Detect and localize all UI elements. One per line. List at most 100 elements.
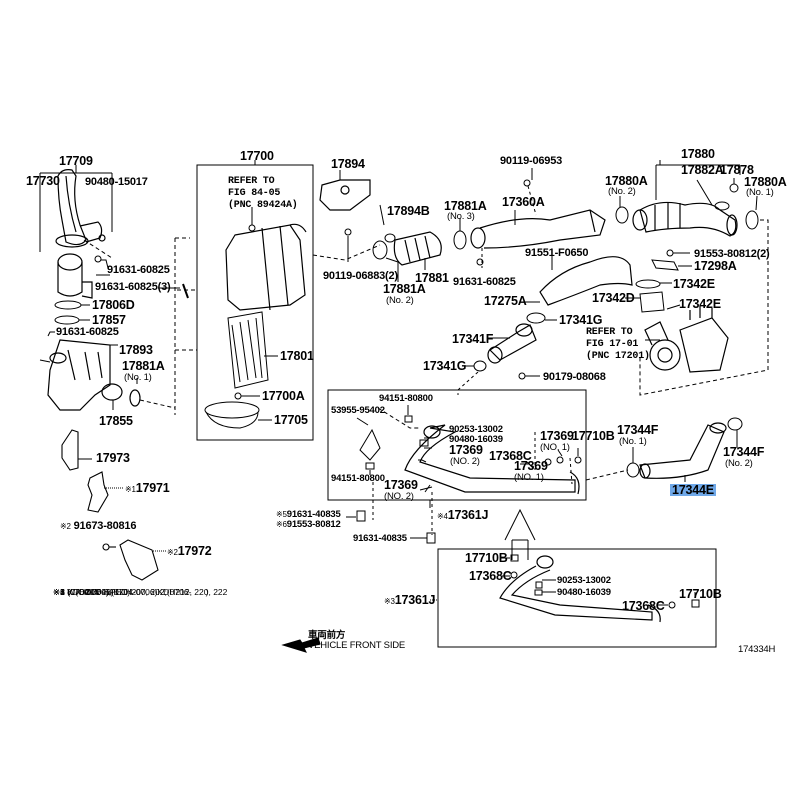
part-label-17341G[interactable]: 17341G xyxy=(559,313,603,327)
part-label-17700A[interactable]: 17700A xyxy=(262,389,305,403)
part-label-17882A[interactable]: 17882A xyxy=(681,163,724,177)
bolt-91631-40835-5 xyxy=(356,510,366,522)
hose-17880 xyxy=(632,201,738,237)
bracket-17972 xyxy=(102,539,159,581)
part-label-17344E-highlighted[interactable]: 17344E xyxy=(670,483,716,497)
part-label-90179-08068[interactable]: 90179-08068 xyxy=(543,371,606,383)
part-label-91631-40835[interactable]: 91631-40835 xyxy=(353,533,407,544)
part-label-91631-60825[interactable]: 91631-60825 xyxy=(107,264,170,276)
part-label-17880A-no2-sub: (No. 2) xyxy=(608,186,636,197)
part-label-17360A[interactable]: 17360A xyxy=(502,195,545,209)
part-number: 91631-40835 xyxy=(286,509,341,520)
part-label-17881A-no1-sub: (No. 1) xyxy=(124,372,152,383)
frame-17361J-3 xyxy=(437,548,717,648)
part-label-17973[interactable]: 17973 xyxy=(96,451,130,465)
part-label-91551-F0650[interactable]: 91551-F0650 xyxy=(525,247,589,259)
part-label-53955-95402[interactable]: 53955-95402 xyxy=(331,405,385,416)
part-label-91631-40835-5[interactable]: ※591631-40835 xyxy=(276,509,341,521)
part-label-17342D[interactable]: 17342D xyxy=(592,291,635,305)
clamp-17344F-no2 xyxy=(727,417,743,431)
refer-note-84-05[interactable]: REFER TO FIG 84-05 (PNC 89424A) xyxy=(228,176,298,212)
part-label-17369-no1-b-sub: (NO. 1) xyxy=(514,472,544,483)
refer-note-17-01[interactable]: REFER TO FIG 17-01 (PNC 17201) xyxy=(586,327,650,363)
footnote-2: ※2 KDH20# xyxy=(53,587,100,597)
part-label-17705[interactable]: 17705 xyxy=(274,413,308,427)
hose-17341F xyxy=(487,323,537,364)
part-label-17369-no2-b[interactable]: 17369 xyxy=(384,478,418,492)
part-label-17881[interactable]: 17881 xyxy=(415,271,449,285)
part-number: 17972 xyxy=(177,544,212,558)
part-label-17700[interactable]: 17700 xyxy=(240,149,274,163)
part-label-17893[interactable]: 17893 xyxy=(119,343,153,357)
pipe-17361J-lower xyxy=(499,555,661,623)
part-label-17368C[interactable]: 17368C xyxy=(489,449,532,463)
part-label-17341G-b[interactable]: 17341G xyxy=(423,359,467,373)
part-label-17369-no2[interactable]: 17369 xyxy=(449,443,483,457)
part-label-17881A-no2[interactable]: 17881A xyxy=(383,282,426,296)
part-label-17730[interactable]: 17730 xyxy=(26,174,60,188)
clamp-17881A-no2 xyxy=(372,240,388,260)
filter-17801 xyxy=(227,311,269,389)
part-label-90480-15017[interactable]: 90480-15017 xyxy=(85,176,148,188)
part-label-17369-no1[interactable]: 17369 xyxy=(540,429,574,443)
part-label-17880[interactable]: 17880 xyxy=(681,147,715,161)
part-label-17806D[interactable]: 17806D xyxy=(92,298,135,312)
bracket-17298A xyxy=(651,259,679,271)
part-label-17344F-no2[interactable]: 17344F xyxy=(723,445,765,459)
part-label-90119-06953[interactable]: 90119-06953 xyxy=(500,155,563,167)
part-label-17881A-no1[interactable]: 17881A xyxy=(122,359,165,373)
part-label-17361J-4[interactable]: ※417361J xyxy=(437,509,488,523)
clamp-17880A-no2 xyxy=(615,206,629,224)
part-label-17368C-c[interactable]: 17368C xyxy=(622,599,665,613)
bolt-91631-40835 xyxy=(426,532,436,544)
part-label-17275A[interactable]: 17275A xyxy=(484,294,527,308)
part-label-17894B[interactable]: 17894B xyxy=(387,204,430,218)
part-label-17298A[interactable]: 17298A xyxy=(694,259,737,273)
part-label-90480-16039[interactable]: 90480-16039 xyxy=(449,434,503,445)
part-label-91631-60825-3[interactable]: 91631-60825(3) xyxy=(95,281,171,293)
part-label-17709[interactable]: 17709 xyxy=(59,154,93,168)
ring-17806D xyxy=(54,300,82,310)
part-label-17857[interactable]: 17857 xyxy=(92,313,126,327)
part-label-17344F-no1[interactable]: 17344F xyxy=(617,423,659,437)
part-label-94151-80800[interactable]: 94151-80800 xyxy=(379,393,433,404)
part-label-91631-60825-b[interactable]: 91631-60825 xyxy=(56,326,119,338)
vehicle-front-jp: 車両前方 xyxy=(308,630,346,641)
part-label-17894[interactable]: 17894 xyxy=(331,157,365,171)
part-label-91553-80812-6[interactable]: ※691553-80812 xyxy=(276,519,341,531)
part-label-94151-80800-b[interactable]: 94151-80800 xyxy=(331,473,385,484)
part-label-90253-13002[interactable]: 90253-13002 xyxy=(449,424,503,435)
part-label-91631-60825-c[interactable]: 91631-60825 xyxy=(453,276,516,288)
part-label-17342E[interactable]: 17342E xyxy=(673,277,715,291)
part-label-17342E-b[interactable]: 17342E xyxy=(679,297,721,311)
part-label-91673-80816[interactable]: ※2 91673-80816 xyxy=(60,520,136,533)
bolt-91631-60825 xyxy=(94,255,102,263)
refer-line: (PNC 89424A) xyxy=(228,200,298,211)
part-label-17880A-no2[interactable]: 17880A xyxy=(605,174,648,188)
part-label-17880A-no1[interactable]: 17880A xyxy=(744,175,787,189)
part-label-91553-80812[interactable]: 91553-80812(2) xyxy=(694,248,770,260)
bracket-17973 xyxy=(61,429,79,471)
part-label-17369-no1-sub: (NO. 1) xyxy=(540,442,570,453)
part-label-17880A-no1-sub: (No. 1) xyxy=(746,187,774,198)
part-label-17341F[interactable]: 17341F xyxy=(452,332,494,346)
part-label-17369-no1-b[interactable]: 17369 xyxy=(514,459,548,473)
part-label-17801[interactable]: 17801 xyxy=(280,349,314,363)
refer-line: REFER TO xyxy=(228,176,275,187)
part-label-17971[interactable]: ※117971 xyxy=(125,482,170,496)
part-label-90119-06883[interactable]: 90119-06883(2) xyxy=(323,270,398,282)
clamp-17344F-no1 xyxy=(626,462,640,478)
vehicle-front-label: VEHICLE FRONT SIDE xyxy=(308,640,406,651)
part-label-17878[interactable]: 17878 xyxy=(720,163,754,177)
part-label-17710B-b[interactable]: 17710B xyxy=(465,551,508,565)
part-label-90253-13002-b[interactable]: 90253-13002 xyxy=(557,575,611,586)
part-label-17368C-b[interactable]: 17368C xyxy=(469,569,512,583)
part-label-17710B[interactable]: 17710B xyxy=(572,429,615,443)
part-label-17361J-3[interactable]: ※317361J xyxy=(384,594,435,608)
part-label-17972[interactable]: ※217972 xyxy=(167,545,212,559)
part-label-17710B-c[interactable]: 17710B xyxy=(679,587,722,601)
part-label-90480-16039-b[interactable]: 90480-16039 xyxy=(557,587,611,598)
part-label-17855[interactable]: 17855 xyxy=(99,414,133,428)
bracket-53955-95402 xyxy=(359,428,381,461)
part-label-17881A-no3[interactable]: 17881A xyxy=(444,199,487,213)
